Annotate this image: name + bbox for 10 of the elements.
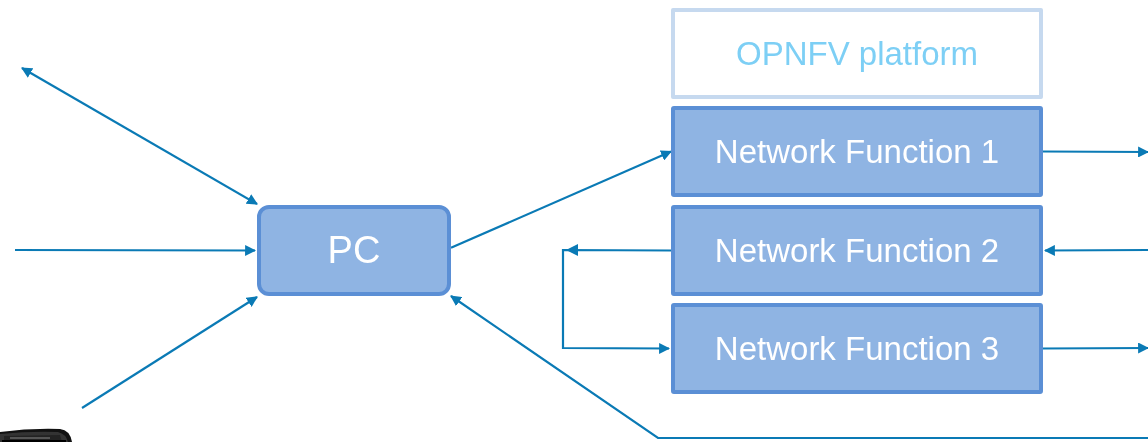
function-box [671,205,1043,296]
platform-box [671,8,1043,99]
node-label: PC [327,229,381,272]
node-label: OPNFV platform [735,34,979,73]
function-box [671,106,1043,197]
node-label: Network Function 3 [714,329,1000,368]
node-label: Network Function 1 [714,132,1000,171]
function-box [671,303,1043,394]
pc-box [257,205,451,296]
node-label: Network Function 2 [714,231,1000,270]
